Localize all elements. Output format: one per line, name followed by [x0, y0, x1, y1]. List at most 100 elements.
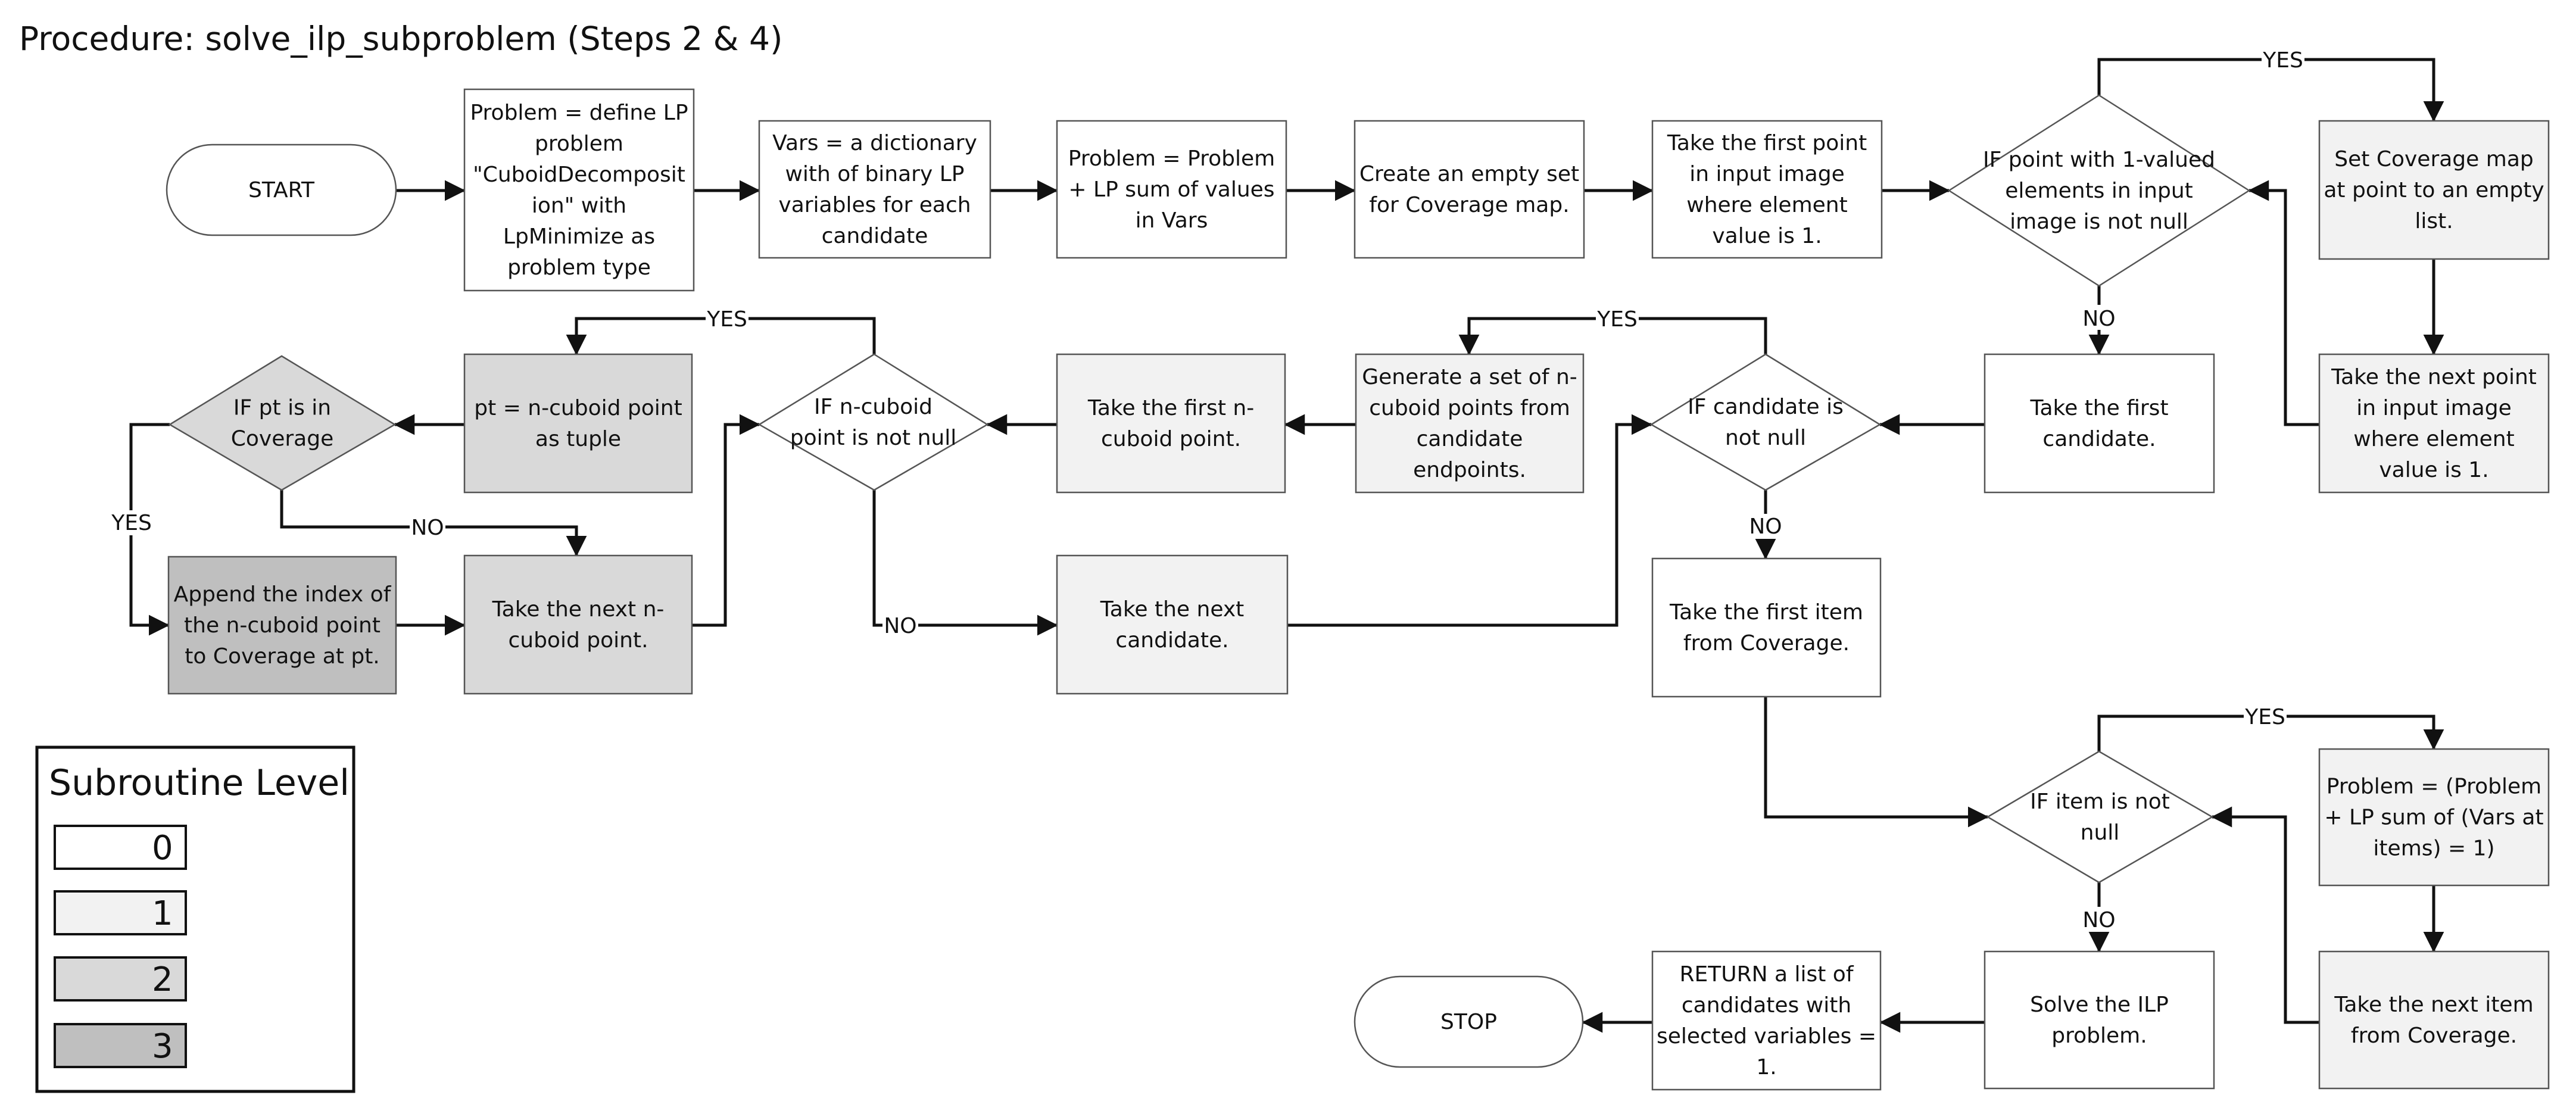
next-item-label-line: Take the next item — [2334, 993, 2533, 1017]
edge-labels: YES NO YES YES YES NO NO NO YES NO — [110, 48, 2304, 932]
set-coverage-label-line: at point to an empty — [2324, 178, 2544, 202]
edge-label-yes-pt: YES — [111, 511, 152, 535]
if-item-label-line: null — [2081, 820, 2120, 845]
define-problem-label-line: problem type — [507, 255, 651, 280]
problem-items-label-line: + LP sum of (Vars at — [2324, 806, 2543, 830]
first-point-label-line: Take the first point — [1667, 131, 1867, 155]
next-item-label-line: from Coverage. — [2351, 1024, 2517, 1048]
if-candidate-label-line: not null — [1725, 426, 1806, 450]
legend-label-0: 0 — [152, 829, 173, 868]
first-point-label-line: value is 1. — [1712, 224, 1822, 248]
if-candidate-label: IF candidate is not null — [1688, 395, 1844, 450]
edge-label-yes-item: YES — [2244, 705, 2285, 729]
start-label: START — [248, 178, 315, 202]
if-candidate-label-line: IF candidate is — [1688, 395, 1844, 419]
if-point-label-line: image is not null — [2010, 210, 2188, 234]
problem-items-label-line: items) = 1) — [2373, 837, 2494, 861]
first-candidate-label-line: candidate. — [2042, 427, 2156, 451]
if-candidate-decision — [1649, 353, 1882, 491]
stop-label-line: STOP — [1440, 1010, 1497, 1034]
next-ncuboid-label-line: cuboid point. — [508, 628, 648, 653]
edge-label-no-candidate: NO — [1749, 514, 1782, 539]
next-candidate-box — [1056, 554, 1289, 695]
problem-sum-label-line: in Vars — [1136, 208, 1208, 233]
vars-label-line: Vars = a dictionary — [772, 131, 977, 155]
next-item-label: Take the next item from Coverage. — [2334, 993, 2533, 1048]
empty-set-label-line: for Coverage map. — [1369, 193, 1569, 217]
edge-firstitem-ifitem — [1764, 697, 1989, 828]
define-problem-label-line: LpMinimize as — [503, 224, 655, 249]
legend: Subroutine Level 0 1 2 3 — [35, 745, 355, 1093]
legend-swatch-1 — [54, 890, 187, 935]
if-ncuboid-label-line: IF n-cuboid — [814, 395, 933, 419]
legend-swatch-2 — [54, 956, 187, 1002]
edge-nextitem-ifitem — [2211, 806, 2319, 1024]
start-terminal — [166, 143, 397, 236]
return-list-box — [1651, 950, 1882, 1091]
problem-sum-label-line: Problem = Problem — [1068, 146, 1275, 171]
first-ncuboid-label: Take the first n-cuboid point. — [1087, 396, 1254, 451]
if-point-label-line: IF point with 1-valued — [1983, 148, 2215, 172]
define-problem-label-line: Problem = define LP — [470, 101, 688, 125]
return-list-label-line: RETURN a list of — [1679, 962, 1854, 987]
first-item-label-line: Take the first item — [1669, 600, 1863, 625]
legend-label-2: 2 — [152, 960, 173, 999]
first-point-box — [1651, 120, 1883, 259]
define-problem-box — [463, 88, 695, 292]
next-candidate-label-line: Take the next — [1100, 597, 1245, 622]
next-point-label-line: Take the next point — [2331, 365, 2537, 389]
if-pt-label-line: IF pt is in — [233, 396, 331, 420]
vars-label-line: variables for each — [778, 193, 971, 217]
first-ncuboid-label-line: Take the first n- — [1087, 396, 1254, 420]
first-item-label: Take the first item from Coverage. — [1669, 600, 1863, 656]
nodes — [166, 88, 2550, 1091]
vars-box — [758, 120, 991, 259]
solve-label: Solve the ILP problem. — [2030, 993, 2169, 1048]
next-candidate-label-line: candidate. — [1115, 628, 1228, 653]
stop-label: STOP — [1440, 1010, 1497, 1034]
first-candidate-box — [1984, 353, 2215, 494]
gen-points-label-line: endpoints. — [1413, 458, 1526, 482]
pt-tuple-label-line: as tuple — [535, 427, 621, 451]
define-problem-label-line: "CuboidDecomposit — [473, 163, 685, 187]
solve-label-line: problem. — [2051, 1024, 2147, 1048]
edge-ifncuboid-nextcandidate-no — [872, 490, 1058, 636]
first-point-label-line: in input image — [1689, 162, 1844, 186]
vars-label-line: candidate — [822, 224, 928, 248]
empty-set-label-line: Create an empty set — [1359, 162, 1579, 186]
first-item-label-line: from Coverage. — [1683, 631, 1850, 656]
if-point-label: IF point with 1-valued elements in input i… — [1983, 148, 2215, 234]
if-pt-decision — [168, 355, 397, 491]
set-coverage-label-line: list. — [2415, 209, 2453, 233]
append-index-label-line: the n-cuboid point — [184, 613, 381, 638]
empty-set-box — [1354, 120, 1585, 259]
first-point-label-line: where element — [1686, 193, 1847, 217]
if-point-decision — [1947, 94, 2251, 287]
set-coverage-box — [2318, 120, 2550, 260]
solve-label-line: Solve the ILP — [2030, 993, 2169, 1017]
if-item-decision — [1986, 750, 2214, 884]
return-list-label-line: candidates with — [1682, 993, 1851, 1018]
pt-tuple-label-line: pt = n-cuboid point — [474, 396, 682, 420]
problem-sum-box — [1056, 120, 1287, 259]
next-point-label-line: in input image — [2356, 396, 2511, 420]
if-point-label-line: elements in input — [2005, 179, 2193, 203]
next-item-box — [2318, 950, 2550, 1090]
legend-swatch-3 — [54, 1023, 187, 1068]
problem-items-box — [2318, 748, 2550, 887]
pt-tuple-box — [463, 353, 693, 494]
pt-tuple-label: pt = n-cuboid point as tuple — [474, 396, 682, 451]
first-ncuboid-label-line: cuboid point. — [1101, 427, 1241, 451]
edge-label-yes-ncuboid: YES — [706, 307, 747, 332]
next-point-label-line: value is 1. — [2379, 458, 2488, 482]
